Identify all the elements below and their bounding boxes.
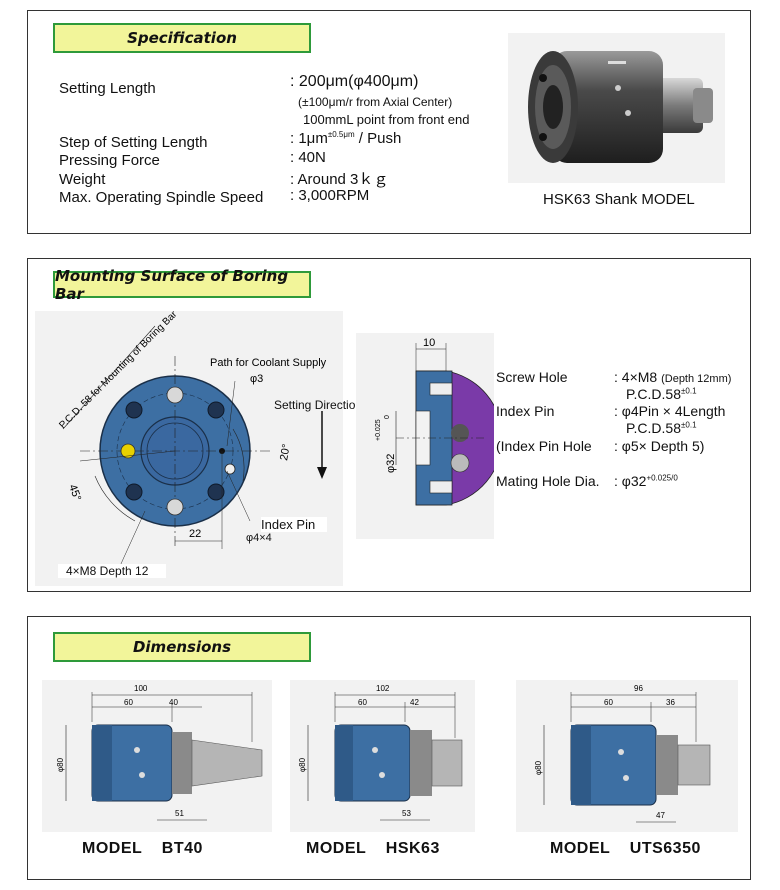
screw-hole-pcd-main: P.C.D.58 [626,386,681,402]
screw-hole-label: Screw Hole [496,369,568,385]
section-view-drawing: 10 φ32 +0.025 0 [356,333,503,539]
hsk63-dia-dim: φ80 [298,757,307,772]
hsk63-front-dim: 60 [358,698,367,707]
uts6350-svg: 96 60 36 φ80 47 [534,684,711,823]
uts6350-dia-dim: φ80 [534,760,543,775]
dimensions-title: Dimensions [53,632,311,662]
hsk63-drawing: 102 60 42 φ80 53 [290,680,475,832]
index-pin-pcd-tol: ±0.1 [681,420,697,430]
specification-title: Specification [53,23,311,53]
coolant-dia-label: φ3 [250,373,263,385]
setting-direction-label: Setting Direction [274,398,363,412]
mounting-surface-title: Mounting Surface of Boring Bar [53,267,311,303]
spec-value-max-speed: : 3,000RPM [290,187,370,204]
angle-45-label: 45° [66,483,83,503]
uts6350-model-label: MODEL UTS6350 [550,840,701,857]
front-view-svg: P.C.D. 58 for Mounting of Boring Bar Pat… [57,309,327,567]
index-pin-pcd-main: P.C.D.58 [626,420,681,436]
bt40-bottom-dim: 51 [175,809,184,818]
index-pin-hole-value: : φ5× Depth 5) [614,438,705,454]
index-pin-hole-label: (Index Pin Hole [496,438,592,454]
uts6350-drawing: 96 60 36 φ80 47 [516,680,738,832]
spec-value-pressing-force: : 40N [290,149,326,166]
uts6350-overall-dim: 96 [634,684,643,693]
hsk63-svg: 102 60 42 φ80 53 [298,684,463,821]
dimensions-panel: Dimensions 100 60 40 φ80 51 MODEL BT40 [27,616,751,880]
spec-value-step-tol: ±0.5μm [327,130,355,139]
index-pin-spec-value: : φ4Pin × 4Length [614,403,726,419]
bt40-front-dim: 60 [124,698,133,707]
bt40-overall-dim: 100 [134,684,148,693]
screw-hole-value-main: : 4×M8 [614,369,658,385]
specification-panel: Specification Setting Length : 200μm(φ40… [27,10,751,234]
spec-value-point-note: 100mmL point from front end [303,112,470,127]
bt40-rear-dim: 40 [169,698,178,707]
spec-value-weight: : Around 3ｋｇ [290,171,389,188]
uts6350-rear-dim: 36 [666,698,675,707]
photo-caption: HSK63 Shank MODEL [543,191,695,208]
index-pin-spec-label: Index Pin [496,403,555,419]
tol-lower-label: 0 [384,415,391,419]
dim-22-label: 22 [189,528,201,540]
tol-upper-label: +0.025 [375,419,382,441]
spec-value-axial-note: (±100μm/r from Axial Center) [298,95,453,109]
angle-20-label: 20° [278,443,293,461]
mounting-surface-panel: Mounting Surface of Boring Bar [27,258,751,592]
dia-32-label: φ32 [385,454,397,473]
spec-label-max-speed: Max. Operating Spindle Speed [59,189,264,206]
spec-label-weight: Weight [59,171,106,188]
bt40-dia-dim: φ80 [56,757,65,772]
mating-hole-value: : φ32+0.025/0 [614,473,678,489]
coolant-path-label: Path for Coolant Supply [210,357,327,369]
spec-label-setting-length: Setting Length [59,80,156,97]
screw-hole-value: : 4×M8 (Depth 12mm) [614,369,731,385]
bt40-model-label: MODEL BT40 [82,840,203,857]
index-pin-label: Index Pin [261,517,328,532]
dim-10-label: 10 [423,337,435,349]
hsk63-photo-drawing [528,51,713,163]
screw-callout-label: 4×M8 Depth 12 [58,564,167,578]
bt40-drawing: 100 60 40 φ80 51 [42,680,272,832]
bt40-svg: 100 60 40 φ80 51 [56,684,263,821]
section-view-svg: 10 φ32 +0.025 0 [375,337,503,506]
uts6350-bottom-dim: 47 [656,811,665,820]
hsk63-model-label: MODEL HSK63 [306,840,440,857]
screw-hole-pcd-tol: ±0.1 [681,386,697,396]
mating-hole-tol: +0.025/0 [646,473,678,483]
spec-label-pressing-force: Pressing Force [59,152,160,169]
index-pin-pcd: P.C.D.58±0.1 [626,420,697,436]
spec-value-step-suffix: / Push [354,130,402,147]
hsk63-product-photo [508,33,725,183]
spec-value-setting-length: : 200μm(φ400μm) [290,73,419,90]
spec-value-step: : 1μm±0.5μm / Push [290,130,401,147]
screw-hole-depth-note: (Depth 12mm) [661,373,732,385]
hsk63-overall-dim: 102 [376,684,390,693]
hsk63-bottom-dim: 53 [402,809,411,818]
mating-hole-value-main: : φ32 [614,473,647,489]
index-pin-dia-label: φ4×4 [246,532,272,544]
screw-hole-pcd: P.C.D.58±0.1 [626,386,697,402]
spec-value-step-main: : 1μm [290,130,328,147]
front-view-drawing: P.C.D. 58 for Mounting of Boring Bar Pat… [35,309,343,586]
mating-hole-label: Mating Hole Dia. [496,473,600,489]
hsk63-rear-dim: 42 [410,698,419,707]
spec-label-step: Step of Setting Length [59,134,208,151]
uts6350-front-dim: 60 [604,698,613,707]
setting-direction-arrow [317,411,327,479]
